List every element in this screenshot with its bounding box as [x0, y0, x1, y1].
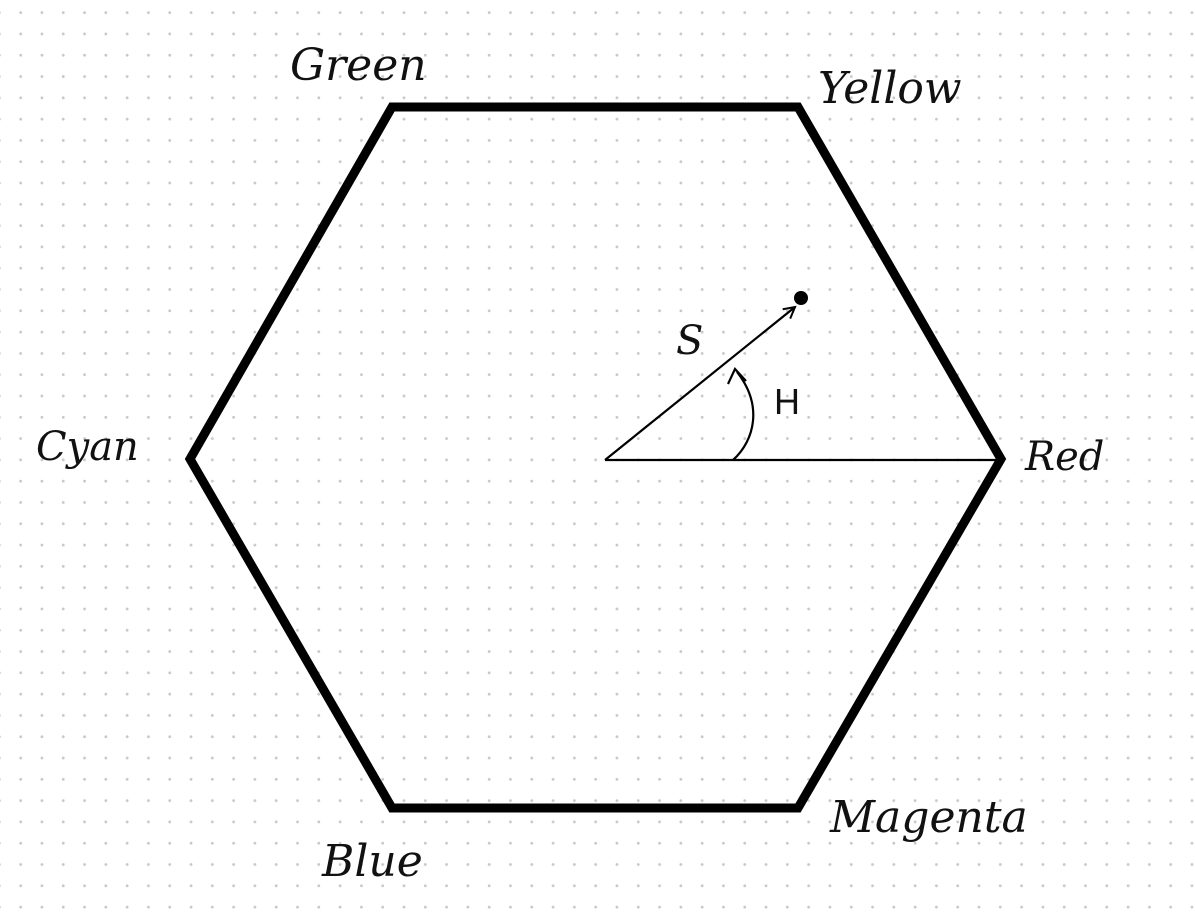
label-green: Green: [290, 40, 427, 91]
label-cyan: Cyan: [36, 424, 139, 470]
label-blue: Blue: [321, 836, 423, 887]
hue-angle-arc: [732, 371, 755, 461]
label-yellow: Yellow: [818, 63, 962, 114]
saturation-vector-arrow: [604, 307, 795, 461]
label-magenta: Magenta: [829, 792, 1028, 843]
label-red: Red: [1024, 434, 1104, 480]
hue-arc-arrowhead: [727, 367, 747, 385]
color-point-dot: [794, 291, 808, 305]
label-saturation: S: [676, 318, 703, 364]
label-hue: H: [774, 381, 800, 422]
hexagon-outline: [184, 102, 1007, 813]
